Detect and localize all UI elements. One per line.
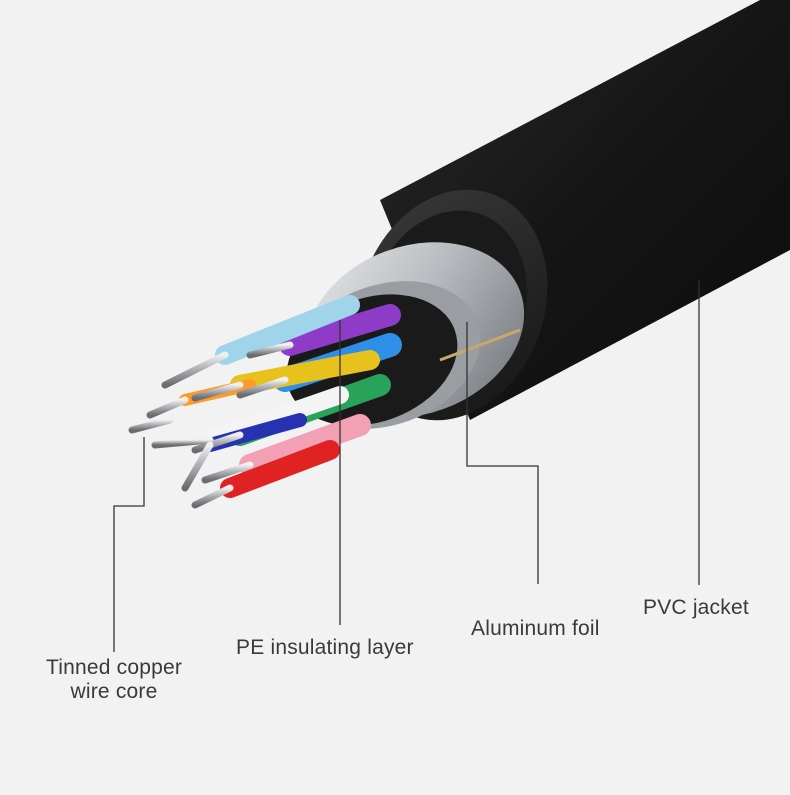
label-tinned-copper-line1: Tinned copper (45, 656, 183, 679)
leader-copper (113, 437, 145, 652)
label-pe-insulating: PE insulating layer (236, 636, 414, 659)
label-tinned-copper: Tinned copper wire core (38, 656, 190, 704)
leader-lines (113, 280, 700, 652)
label-tinned-copper-line2: wire core (70, 680, 158, 703)
tinned-copper-cores (128, 341, 294, 509)
pe-insulated-wires (179, 295, 402, 498)
label-aluminum-foil: Aluminum foil (471, 617, 600, 640)
leader-foil (466, 322, 539, 584)
label-pvc-jacket: PVC jacket (643, 596, 749, 619)
